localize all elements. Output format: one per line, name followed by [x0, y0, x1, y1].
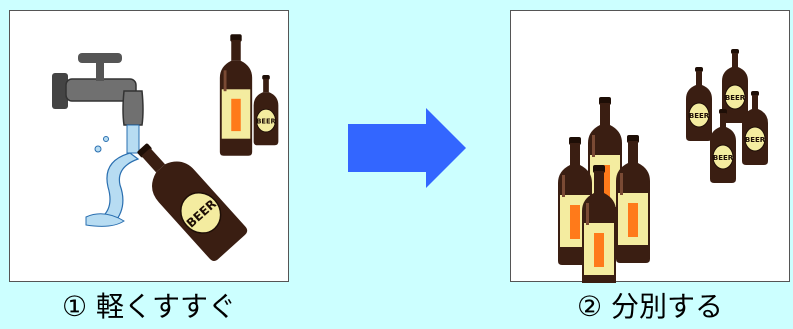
large-bottle-group-icon: [558, 97, 650, 283]
step-1-caption: ① 軽くすすぐ: [9, 289, 289, 325]
bottle-group-icon: [220, 34, 279, 156]
rinse-step-panel: BEER: [9, 10, 289, 282]
beer-bottle-group-icon: [686, 49, 768, 183]
right-arrow-icon: [348, 108, 468, 188]
faucet-icon: [52, 53, 143, 125]
sort-step-panel: [510, 10, 790, 282]
step-2-caption: ② 分別する: [510, 289, 790, 325]
water-stream-icon: [86, 125, 139, 226]
